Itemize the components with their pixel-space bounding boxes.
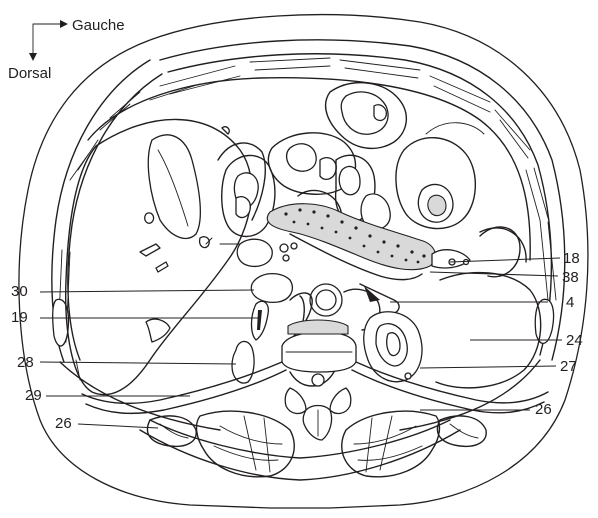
label-30: 30 [11,283,28,300]
label-24: 24 [566,332,583,349]
label-4: 4 [566,294,574,311]
inferior-vena-cava [251,274,292,303]
label-29: 29 [25,387,42,404]
label-28: 28 [17,354,34,371]
orientation-dorsal-label: Dorsal [8,65,51,82]
orientation-left-label: Gauche [72,17,125,34]
label-26-right: 26 [535,401,552,418]
label-19: 19 [11,309,28,326]
label-38: 38 [562,269,579,286]
label-18: 18 [563,250,580,267]
label-26-left: 26 [55,415,72,432]
label-27: 27 [560,358,577,375]
